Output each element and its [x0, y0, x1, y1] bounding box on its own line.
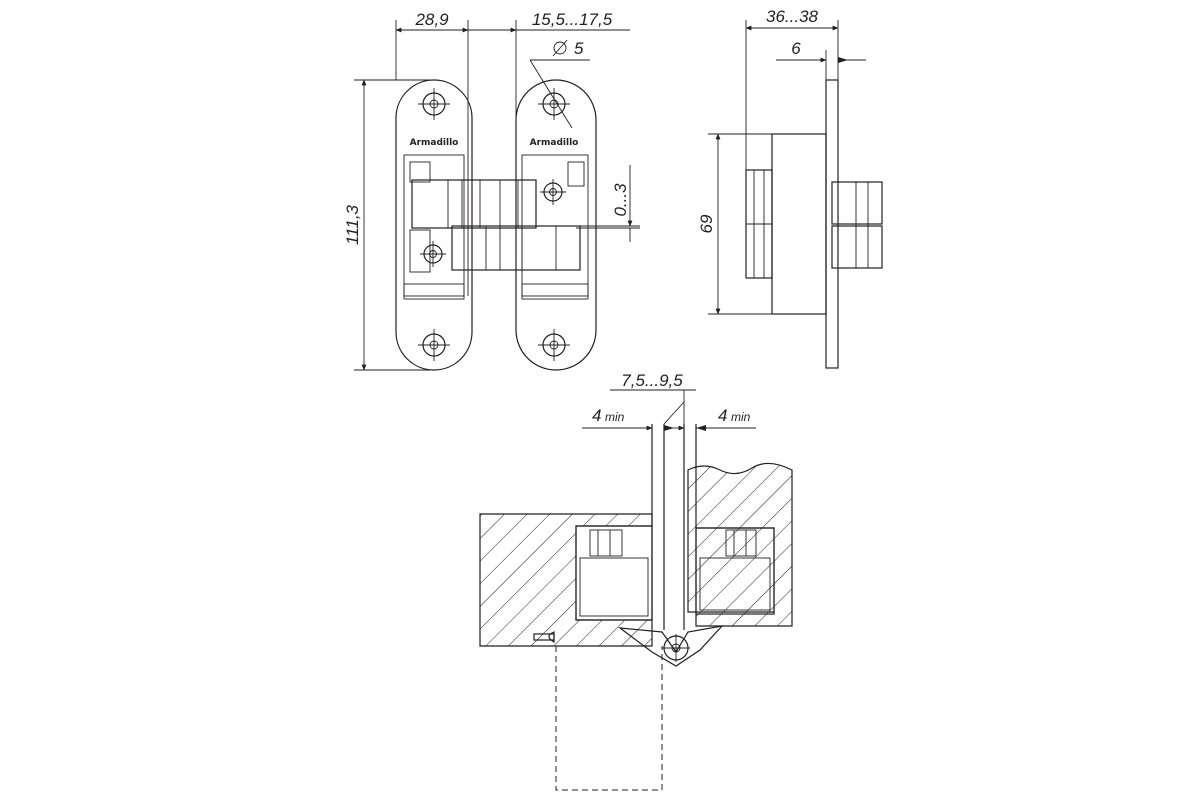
mounting-hole-icon	[538, 88, 570, 120]
dim-hole-label: 5	[574, 39, 584, 58]
mounting-hole-icon	[538, 329, 570, 361]
adjustment-screw-icon	[420, 241, 446, 267]
door-frame-section	[479, 513, 653, 647]
hinge-link-mechanism	[403, 179, 589, 297]
dimension-height: 111,3	[343, 79, 430, 371]
knuckle-upper	[831, 181, 883, 225]
knuckle-lower	[831, 225, 883, 269]
door-open-outline	[555, 646, 663, 791]
dim-depth-label: 36...38	[766, 7, 819, 26]
left-hinge-leaf: Armadillo	[395, 79, 473, 371]
right-hinge-leaf: Armadillo	[515, 79, 597, 371]
dim-body-label: 69	[697, 214, 716, 233]
front-view: Armadillo	[343, 10, 640, 371]
dim-gap-range-label: 7,5...9,5	[621, 371, 683, 390]
dimension-min-right: 4 min	[674, 406, 756, 431]
dim-min-right-label: 4	[718, 406, 727, 425]
dim-offset-label: 15,5...17,5	[532, 10, 613, 29]
door-leaf-section	[687, 462, 793, 627]
dim-plate-label: 6	[791, 39, 801, 58]
mounting-hole-icon	[418, 88, 450, 120]
mounting-hole-icon	[418, 329, 450, 361]
dimension-offset: 15,5...17,5	[468, 10, 630, 156]
pivot-pin-icon	[662, 634, 690, 662]
brand-label-right: Armadillo	[530, 138, 579, 148]
dim-width-label: 28,9	[414, 10, 449, 29]
brand-label-left: Armadillo	[410, 138, 459, 148]
screw-icon	[533, 631, 555, 644]
dim-min-left-label: 4	[592, 406, 601, 425]
dim-gap-label: 0...3	[611, 183, 630, 217]
dim-height-label: 111,3	[343, 204, 362, 245]
dim-min-right-sub: min	[731, 410, 751, 424]
dimension-gap: 0...3	[576, 165, 640, 242]
dimension-plate: 6	[776, 39, 866, 80]
dimension-width: 28,9	[395, 10, 469, 296]
dimension-depth: 36...38	[745, 7, 839, 170]
dim-min-left-sub: min	[605, 410, 625, 424]
dimension-hole-diameter: 5	[529, 39, 590, 129]
hinge-body	[771, 133, 827, 315]
dimension-gap-range: 7,5...9,5	[610, 371, 696, 425]
side-view: 36...38 6 69	[697, 7, 883, 369]
section-view: 7,5...9,5 4 min 4 min	[479, 371, 793, 791]
adjustment-screw-icon	[540, 179, 566, 205]
dimension-min-left: 4 min	[582, 406, 674, 431]
dimension-body: 69	[697, 133, 772, 315]
